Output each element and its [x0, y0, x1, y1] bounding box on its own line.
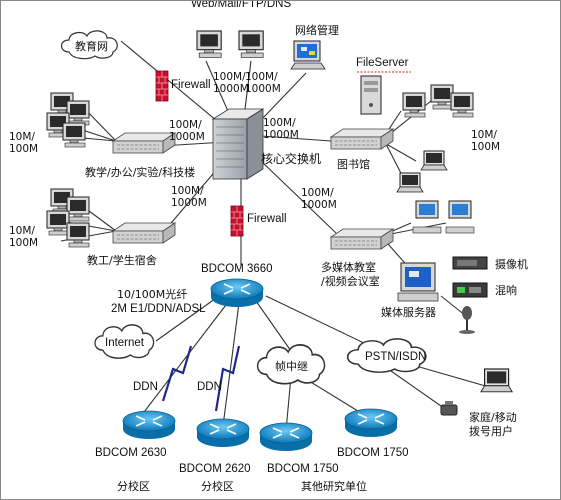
label-web-mail-ftp-dns: Web/Mail/FTP/DNS	[191, 0, 292, 10]
bdcom-2630-router-icon	[122, 410, 176, 440]
label-other-units: 其他研究单位	[301, 480, 367, 493]
label-core-switch: 核心交换机	[261, 152, 322, 166]
core-switch-icon	[211, 108, 265, 180]
library-pc-1	[402, 92, 426, 118]
dorm-switch-icon	[112, 222, 176, 244]
label-camera: 摄像机	[495, 258, 528, 271]
camera-icon	[452, 256, 488, 270]
label-bdcom-1750-a: BDCOM 1750	[267, 463, 339, 475]
library-laptop-2	[396, 172, 424, 193]
label-file-server: FileServer	[356, 57, 409, 69]
label-firewall-top: Firewall	[171, 79, 211, 91]
label-firewall-mid: Firewall	[247, 213, 287, 225]
label-bdcom-2630: BDCOM 2630	[95, 447, 167, 459]
net-mgmt-pc-icon	[290, 40, 326, 70]
label-net-mgmt: 网络管理	[295, 24, 339, 37]
bdcom-2620-router-icon	[196, 418, 250, 448]
label-speed-right: 100M/ 1000M	[263, 117, 299, 141]
file-server-tower-icon	[360, 75, 382, 115]
label-frame-relay: 帧中继	[275, 360, 308, 373]
firewall-mid-icon	[230, 205, 244, 237]
home-laptop-icon	[480, 368, 513, 393]
label-speed-dorm: 10M/ 100M	[9, 225, 39, 249]
firewall-top-icon	[155, 70, 169, 102]
library-pc-2	[430, 84, 454, 110]
label-dorm: 教工/学生宿舍	[87, 254, 157, 267]
label-branch-2: 分校区	[201, 480, 234, 493]
label-speed-teaching: 10M/ 100M	[9, 131, 39, 155]
dorm-pc-3	[46, 210, 70, 236]
library-laptop-1	[420, 150, 448, 171]
microphone-icon	[459, 306, 475, 334]
label-speed-down-right: 100M/ 1000M	[301, 187, 337, 211]
label-audio: 混响	[495, 284, 517, 297]
label-home-mobile: 家庭/移动 拨号用户	[469, 411, 517, 438]
label-bdcom-2620: BDCOM 2620	[179, 463, 251, 475]
label-branch-1: 分校区	[117, 480, 150, 493]
label-media-server: 媒体服务器	[381, 306, 436, 319]
label-pstn-isdn: PSTN/ISDN	[365, 351, 427, 363]
label-ddn-1: DDN	[133, 381, 158, 393]
label-speed-library: 10M/ 100M	[471, 129, 501, 153]
library-switch-icon	[330, 128, 394, 150]
dorm-pc-4	[66, 222, 90, 248]
label-bdcom-3660: BDCOM 3660	[201, 263, 273, 275]
multimedia-pc-2	[445, 200, 475, 234]
label-teaching-building: 教学/办公/实验/科技楼	[85, 166, 196, 179]
label-bdcom-1750-b: BDCOM 1750	[337, 447, 409, 459]
label-speed-left: 100M/ 1000M	[169, 119, 205, 143]
label-speed-down-left: 100M/ 1000M	[171, 185, 207, 209]
teaching-pc-2	[66, 100, 90, 126]
label-internet: Internet	[105, 337, 144, 349]
label-speed-top-2: 100M/ 1000M	[245, 71, 281, 95]
teaching-pc-4	[62, 122, 86, 148]
label-fiber: 10/100M光纤	[117, 288, 188, 301]
label-ddn-2: DDN	[197, 381, 222, 393]
multimedia-switch-icon	[330, 228, 394, 250]
teaching-switch-icon	[112, 132, 176, 154]
bdcom-3660-router-icon	[210, 278, 264, 308]
label-multimedia-room: 多媒体教室 /视频会议室	[321, 261, 380, 288]
web-mail-server-pc-1	[196, 30, 222, 58]
label-speed-top-1: 100M/ 1000M	[213, 71, 249, 95]
bdcom-1750-router-a-icon	[259, 422, 313, 452]
web-mail-server-pc-2	[238, 30, 264, 58]
multimedia-pc-1	[412, 200, 442, 234]
label-library: 图书馆	[337, 158, 370, 171]
library-pc-3	[450, 92, 474, 118]
media-server-icon	[397, 262, 439, 302]
label-edu-net: 教育网	[75, 40, 108, 53]
dorm-pc-2	[66, 196, 90, 222]
ddn-lightning	[161, 345, 241, 412]
label-wan-links: 2M E1/DDN/ADSL	[111, 303, 206, 315]
bdcom-1750-router-b-icon	[344, 408, 398, 438]
phone-icon	[440, 401, 458, 416]
audio-mixer-icon	[452, 282, 488, 298]
